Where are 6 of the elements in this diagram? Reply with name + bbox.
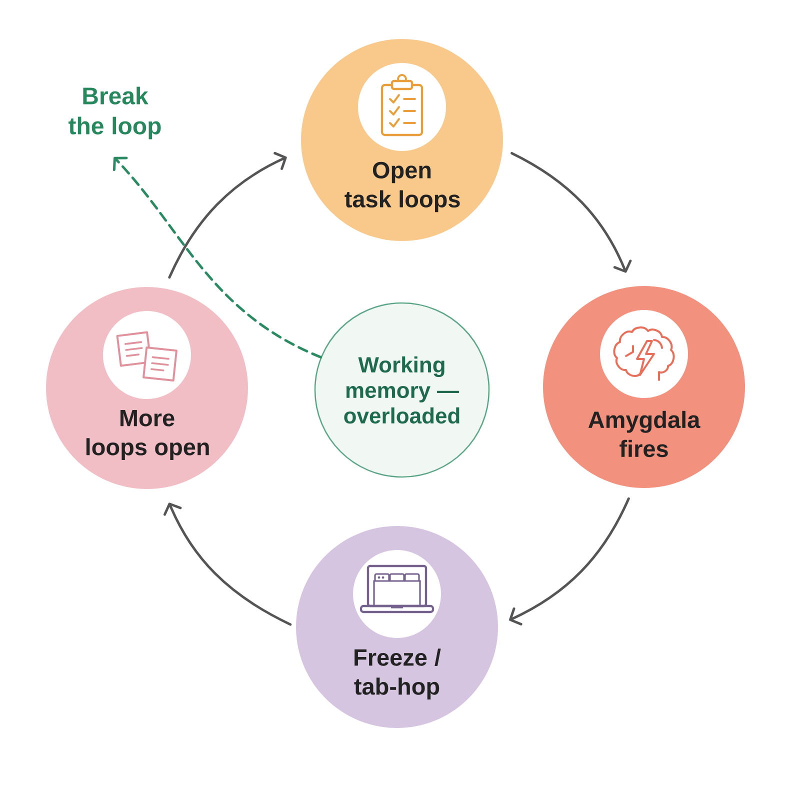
dashed-arrow [112,156,322,358]
arrow [168,152,287,279]
callout-text: Break the loop [68,86,161,140]
arrow [164,502,292,626]
arrow [510,152,632,273]
arrow [509,497,630,626]
